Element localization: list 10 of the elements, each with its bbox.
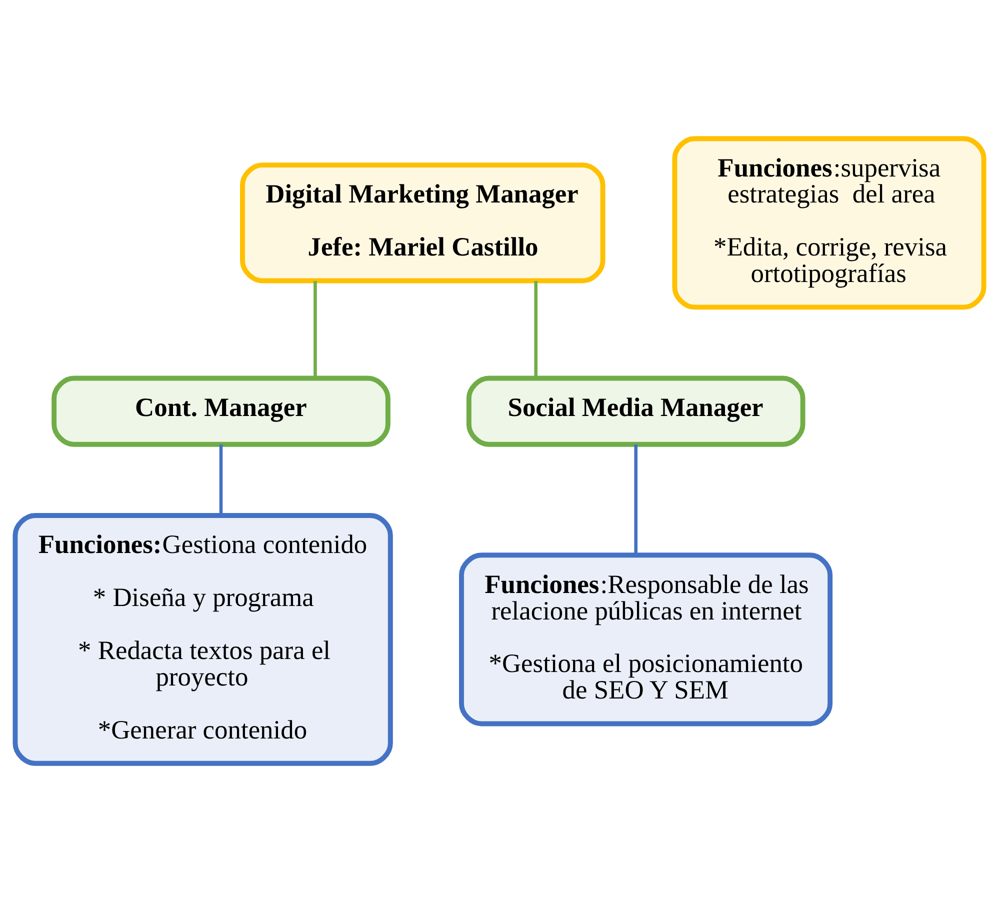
node-box: Digital Marketing Manager Jefe: Mariel Castillo xyxy=(240,162,606,283)
connector xyxy=(219,444,223,515)
node-box: Funciones:Gestiona contenido * Diseña y programa * Redacta textos para el proyecto *Generar contenido xyxy=(12,512,393,766)
node-box: Funciones:Responsable de las relacione públicas en internet *Gestiona el posicionamiento de SEO Y SEM xyxy=(459,552,833,726)
node-box: Social Media Manager xyxy=(466,375,806,446)
connector xyxy=(634,444,638,554)
node-box: Funciones:supervisa estrategias del area *Edita, corrige, revisa ortotipografías xyxy=(672,136,986,310)
connector xyxy=(534,280,538,378)
connector xyxy=(314,280,317,378)
node-box: Cont. Manager xyxy=(52,375,390,446)
